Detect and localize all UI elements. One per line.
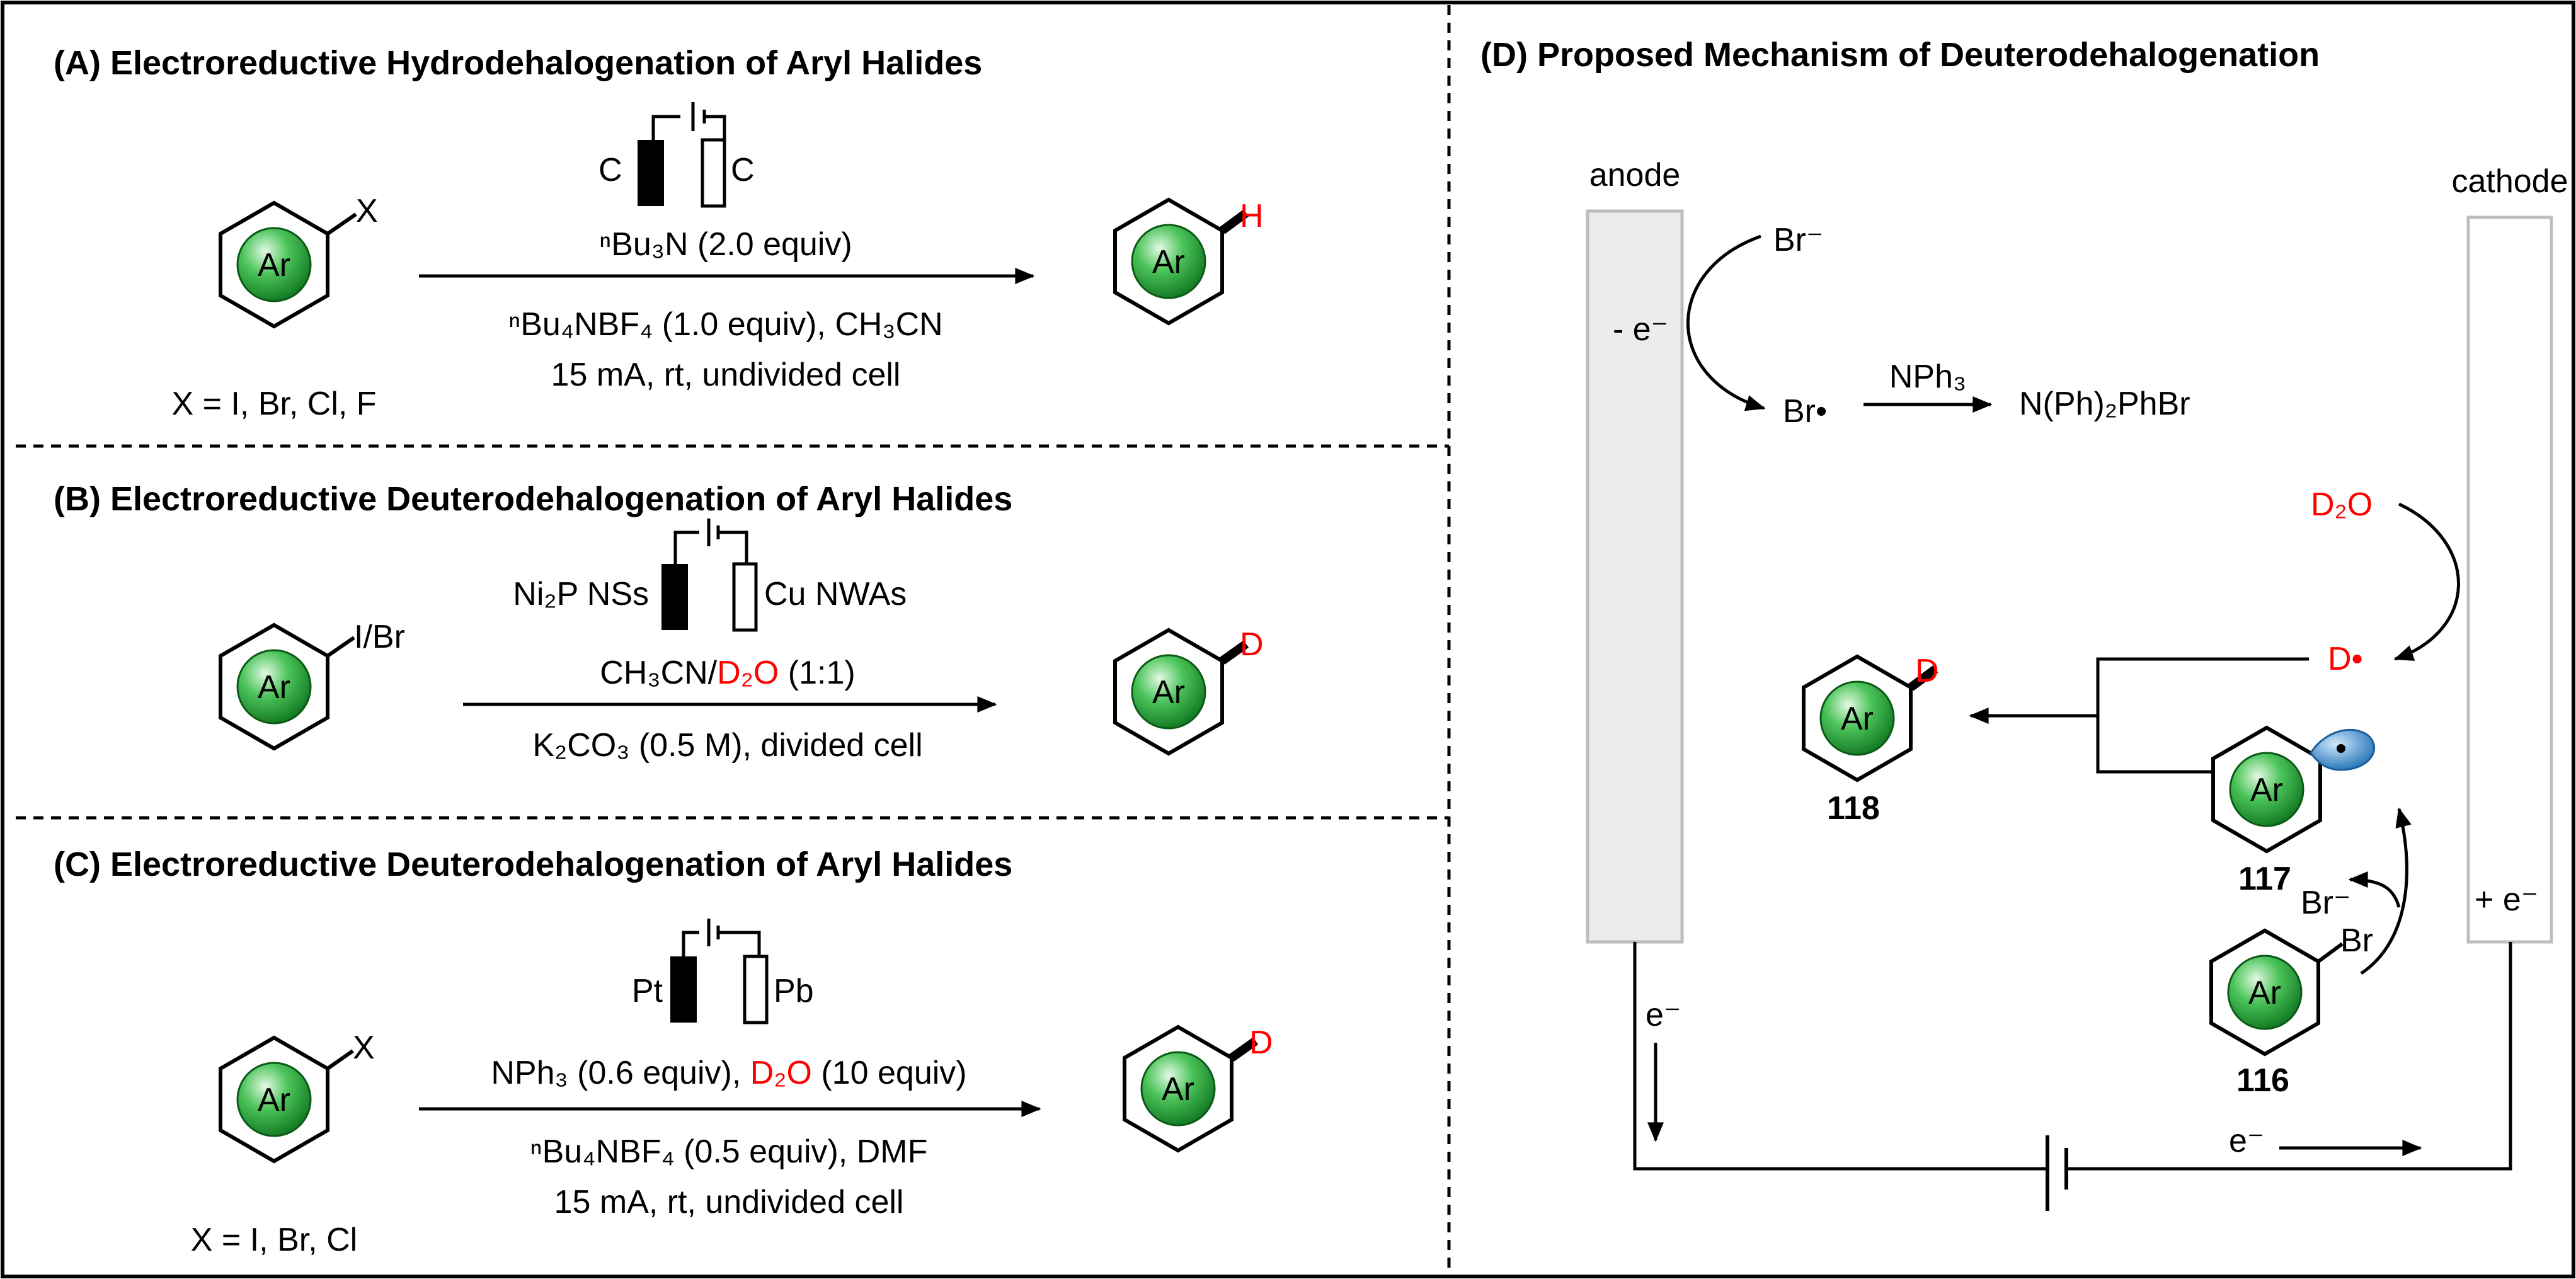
panel-b-ar-label: Ar <box>258 669 290 706</box>
electron-bottom-label: e⁻ <box>2229 1123 2264 1159</box>
panel-c-product-d: D <box>1249 1024 1273 1061</box>
panel-a-below-arrow-1: ⁿBu₄NBF₄ (1.0 equiv), CH₃CN <box>508 306 942 343</box>
cathode-label: cathode <box>2451 163 2568 200</box>
panel-c-title: (C) Electroreductive Deuterodehalogenati… <box>54 846 1012 883</box>
panel-a-x-label: X <box>356 193 378 229</box>
panel-d-title: (D) Proposed Mechanism of Deuterodehalog… <box>1480 36 2320 74</box>
panel-c-cell-icon <box>670 919 769 1024</box>
external-circuit-wire <box>1633 942 2512 1171</box>
anode-process: - e⁻ <box>1613 311 1668 348</box>
anode-electrode <box>1586 209 1684 944</box>
aryl-radical-117-ar: Ar <box>2250 772 2283 808</box>
electron-left-label: e⁻ <box>1646 997 1681 1033</box>
panel-b: (B) Electroreductive Deuterodehalogenati… <box>54 480 1264 764</box>
panel-b-cell-icon <box>661 519 758 632</box>
panel-c-anode: Pt <box>632 973 663 1009</box>
bromide-release-arrow <box>2348 871 2401 908</box>
panel-c-below-arrow-1: ⁿBu₄NBF₄ (0.5 equiv), DMF <box>530 1133 928 1170</box>
panel-c-x-label: X <box>353 1030 375 1066</box>
d-radical-label: D• <box>2328 641 2363 677</box>
panel-c-cathode: Pb <box>774 973 814 1009</box>
panel-b-title: (B) Electroreductive Deuterodehalogenati… <box>54 480 1012 518</box>
bromine-radical-label: Br• <box>1783 393 1827 430</box>
panel-a-product-ar: Ar <box>1152 244 1185 280</box>
substrate-116-ar: Ar <box>2248 975 2281 1011</box>
panel-a-cathode: C <box>731 152 755 188</box>
cathode-electrode <box>2466 215 2553 944</box>
panel-c-below-arrow-2: 15 mA, rt, undivided cell <box>554 1184 904 1220</box>
panel-a-scope: X = I, Br, Cl, F <box>171 386 376 422</box>
panel-c-ar-label: Ar <box>258 1082 290 1118</box>
radical-dot <box>2337 744 2345 753</box>
panel-a: (A) Electroreductive Hydrodehalogenation… <box>54 44 1264 422</box>
d2o-reduction-arrow <box>2393 502 2460 661</box>
panel-a-title: (A) Electroreductive Hydrodehalogenation… <box>54 44 982 82</box>
panel-b-anode: Ni₂P NSs <box>513 576 649 612</box>
panel-a-ar-label: Ar <box>258 247 290 284</box>
panel-c-above-arrow: NPh₃ (0.6 equiv), D₂O (10 equiv) <box>491 1055 966 1091</box>
oxidation-curve-arrow <box>1686 234 1766 411</box>
panel-b-below-arrow: K₂CO₃ (0.5 M), divided cell <box>532 727 922 764</box>
substrate-116-br: Br <box>2340 922 2373 959</box>
panel-a-below-arrow-2: 15 mA, rt, undivided cell <box>551 357 901 393</box>
cathode-process: + e⁻ <box>2475 881 2538 918</box>
compound-118-label: 118 <box>1827 790 1880 827</box>
panel-a-anode: C <box>598 152 622 188</box>
adduct-label: N(Ph)₂PhBr <box>2019 386 2190 422</box>
cleavage-arrow <box>2360 807 2412 975</box>
bromide-label: Br⁻ <box>1773 222 1823 258</box>
product-118-ar: Ar <box>1841 701 1874 737</box>
compound-116-label: 116 <box>2236 1062 2289 1099</box>
reagent-label: NPh₃ <box>1889 358 1966 395</box>
compound-117-label: 117 <box>2238 861 2291 897</box>
panel-a-above-arrow: ⁿBu₃N (2.0 equiv) <box>599 226 852 263</box>
released-bromide-label: Br⁻ <box>2301 885 2350 921</box>
panel-b-product-ar: Ar <box>1152 674 1185 711</box>
panel-b-product-d: D <box>1240 626 1264 663</box>
panel-b-cathode: Cu NWAs <box>764 576 907 612</box>
panel-b-above-arrow: CH₃CN/D₂O (1:1) <box>600 655 855 691</box>
panel-a-cell-icon <box>638 102 726 208</box>
panel-a-product-h: H <box>1240 198 1264 234</box>
panel-c-product-ar: Ar <box>1162 1071 1194 1108</box>
panel-c-scope: X = I, Br, Cl <box>191 1222 357 1258</box>
d2o-label: D₂O <box>2311 486 2373 523</box>
panel-b-substituent: I/Br <box>354 619 405 655</box>
panel-c: (C) Electroreductive Deuterodehalogenati… <box>54 846 1273 1258</box>
panel-d: (D) Proposed Mechanism of Deuterodehalog… <box>1480 36 2568 1211</box>
product-118-d: D <box>1915 653 1939 689</box>
anode-label: anode <box>1589 157 1681 193</box>
